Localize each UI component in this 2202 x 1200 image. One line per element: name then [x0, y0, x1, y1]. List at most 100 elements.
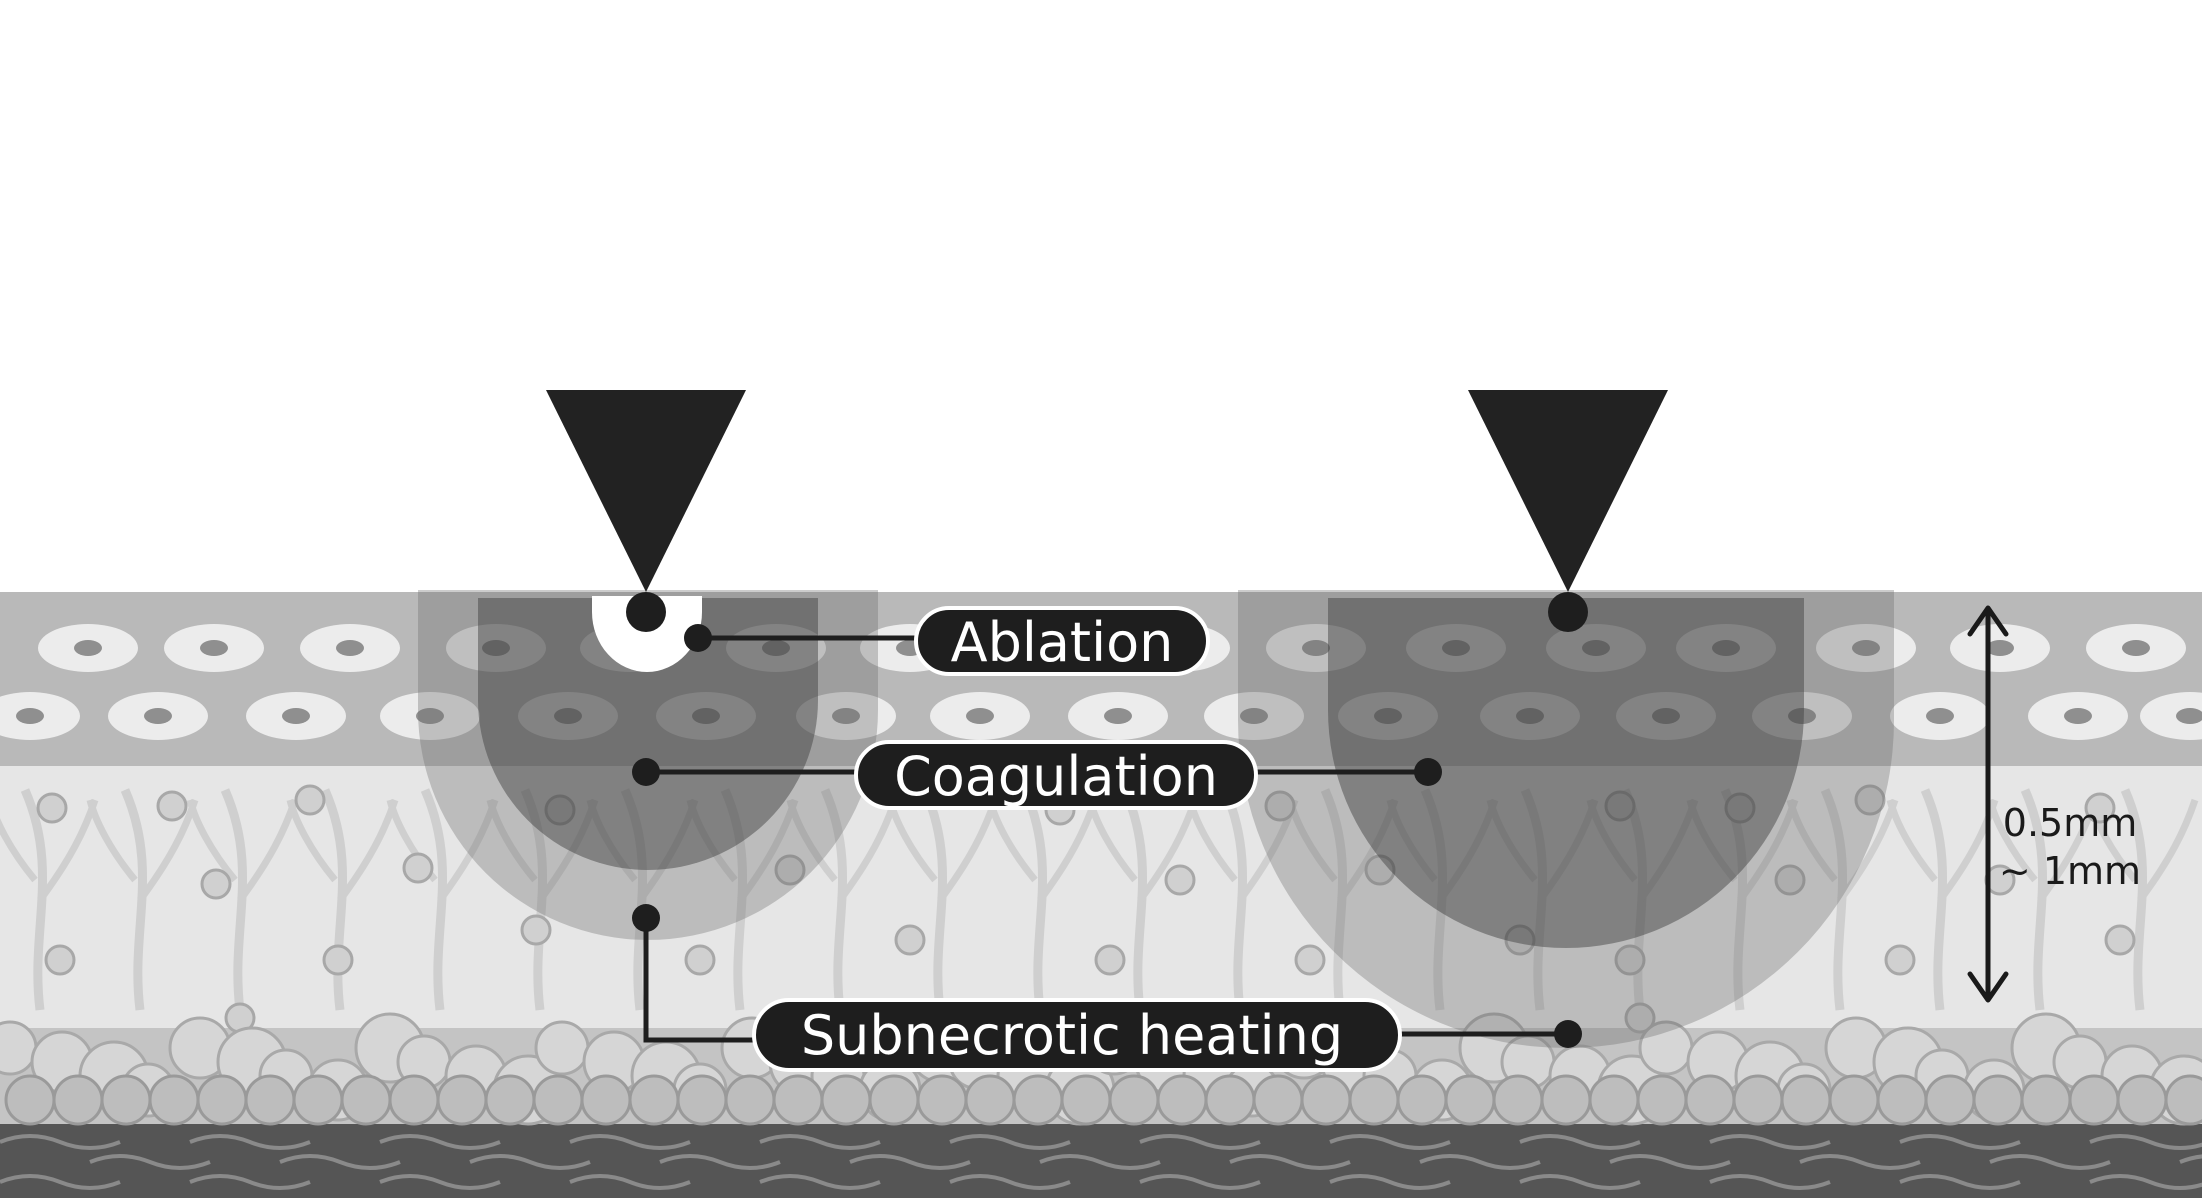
- base-wave: [1899, 1174, 2021, 1190]
- fat-globule: [484, 1074, 536, 1126]
- coagulation-dot-right: [1414, 758, 1442, 786]
- fat-globule: [1060, 1074, 1112, 1126]
- laser-beam-left-icon: [546, 390, 746, 592]
- dermis-dot: [1724, 792, 1756, 824]
- dermis-fiber: [286, 799, 338, 883]
- fat-globule: [1828, 1074, 1880, 1126]
- dermis-dot: [156, 790, 188, 822]
- dermis-fiber: [186, 799, 238, 883]
- dermis-fiber: [2137, 798, 2199, 903]
- cell-nucleus: [1516, 708, 1544, 724]
- coagulation-label: Coagulation: [854, 740, 1258, 810]
- fat-globule: [1156, 1074, 1208, 1126]
- cell-nucleus: [1986, 640, 2014, 656]
- dermis-dot: [1614, 944, 1646, 976]
- base-wave: [759, 1174, 881, 1190]
- dermis-fiber: [786, 799, 838, 883]
- base-wave: [2179, 1154, 2202, 1164]
- fat-globule: [1396, 1074, 1448, 1126]
- beam-tip-left: [626, 592, 666, 632]
- cell-nucleus: [336, 640, 364, 656]
- dermis-dot: [322, 944, 354, 976]
- base-wave: [189, 1174, 311, 1190]
- base-wave: [1709, 1134, 1831, 1150]
- cell-nucleus: [482, 640, 510, 656]
- fat-globule: [820, 1074, 872, 1126]
- dermis-dot: [36, 792, 68, 824]
- fat-globule: [916, 1074, 968, 1126]
- base-wave: [949, 1134, 1071, 1150]
- dermis-dot: [1364, 854, 1396, 886]
- dermis-fiber: [1486, 799, 1538, 883]
- dermis-fiber: [1686, 799, 1738, 883]
- dermis-fiber: [586, 799, 638, 883]
- cell-nucleus: [16, 708, 44, 724]
- fat-globule: [1108, 1074, 1160, 1126]
- dermis-dot: [894, 924, 926, 956]
- base-wave: [1139, 1134, 1261, 1150]
- fat-globule: [340, 1074, 392, 1126]
- fat-globule: [534, 1020, 590, 1076]
- fat-globule: [1204, 1074, 1256, 1126]
- dermis-dot: [1884, 944, 1916, 976]
- double-arrow-icon: [1967, 605, 2009, 1003]
- cell-nucleus: [74, 640, 102, 656]
- fat-globule: [1924, 1074, 1976, 1126]
- cell-nucleus: [200, 640, 228, 656]
- fat-globule: [1012, 1074, 1064, 1126]
- fat-globule: [100, 1074, 152, 1126]
- dermis-fiber: [1886, 799, 1938, 883]
- cell-nucleus: [416, 708, 444, 724]
- leader-dots: [632, 624, 1582, 1048]
- fat-globule: [1492, 1074, 1544, 1126]
- fat-globule: [1972, 1074, 2024, 1126]
- dermis-dot: [1164, 864, 1196, 896]
- cell-nucleus: [2064, 708, 2092, 724]
- base-wave: [849, 1154, 971, 1170]
- fat-globule: [580, 1074, 632, 1126]
- subnecrotic-dot-left: [632, 904, 660, 932]
- dermis-dot: [1094, 944, 1126, 976]
- dermis-fiber: [86, 799, 138, 883]
- cell-nucleus: [2122, 640, 2150, 656]
- cell-nucleus: [1652, 708, 1680, 724]
- base-wave: [189, 1134, 311, 1150]
- base-wave: [279, 1154, 401, 1170]
- dermis-dot: [544, 794, 576, 826]
- fat-globule: [196, 1074, 248, 1126]
- ablation-text: Ablation: [951, 611, 1174, 674]
- dermis-dot: [1264, 790, 1296, 822]
- coagulation-zone-right: [1328, 598, 1804, 948]
- cell-nucleus: [762, 640, 790, 656]
- base-wave: [569, 1174, 691, 1190]
- coagulation-pill: [854, 740, 1258, 810]
- cell-nucleus: [282, 708, 310, 724]
- fat-globule: [724, 1074, 776, 1126]
- base-wave: [759, 1134, 881, 1150]
- dermis-dot: [402, 852, 434, 884]
- cell-nucleus: [144, 708, 172, 724]
- cell-nucleus: [1442, 640, 1470, 656]
- base-wave: [1139, 1174, 1261, 1190]
- subnecrotic-text: Subnecrotic heating: [801, 1004, 1343, 1067]
- laser-beam-right-icon: [1468, 390, 1668, 592]
- cell-nucleus: [1788, 708, 1816, 724]
- base-wave: [89, 1154, 211, 1170]
- dermis-dot: [200, 868, 232, 900]
- base-wave: [2089, 1174, 2202, 1190]
- dermis-dot: [1504, 924, 1536, 956]
- base-wave: [1329, 1174, 1451, 1190]
- cell-nucleus: [1240, 708, 1268, 724]
- coagulation-zone-left: [478, 598, 818, 870]
- cell-nucleus: [1926, 708, 1954, 724]
- fat-globule: [1636, 1074, 1688, 1126]
- base-wave: [0, 1134, 121, 1150]
- base-wave: [2089, 1134, 2202, 1150]
- fat-globule: [4, 1074, 56, 1126]
- fat-globule: [1876, 1074, 1928, 1126]
- fat-globule: [2068, 1074, 2120, 1126]
- cell-nucleus: [1374, 708, 1402, 724]
- cell-nucleus: [1582, 640, 1610, 656]
- base-wave: [379, 1174, 501, 1190]
- base-wave: [1039, 1154, 1161, 1170]
